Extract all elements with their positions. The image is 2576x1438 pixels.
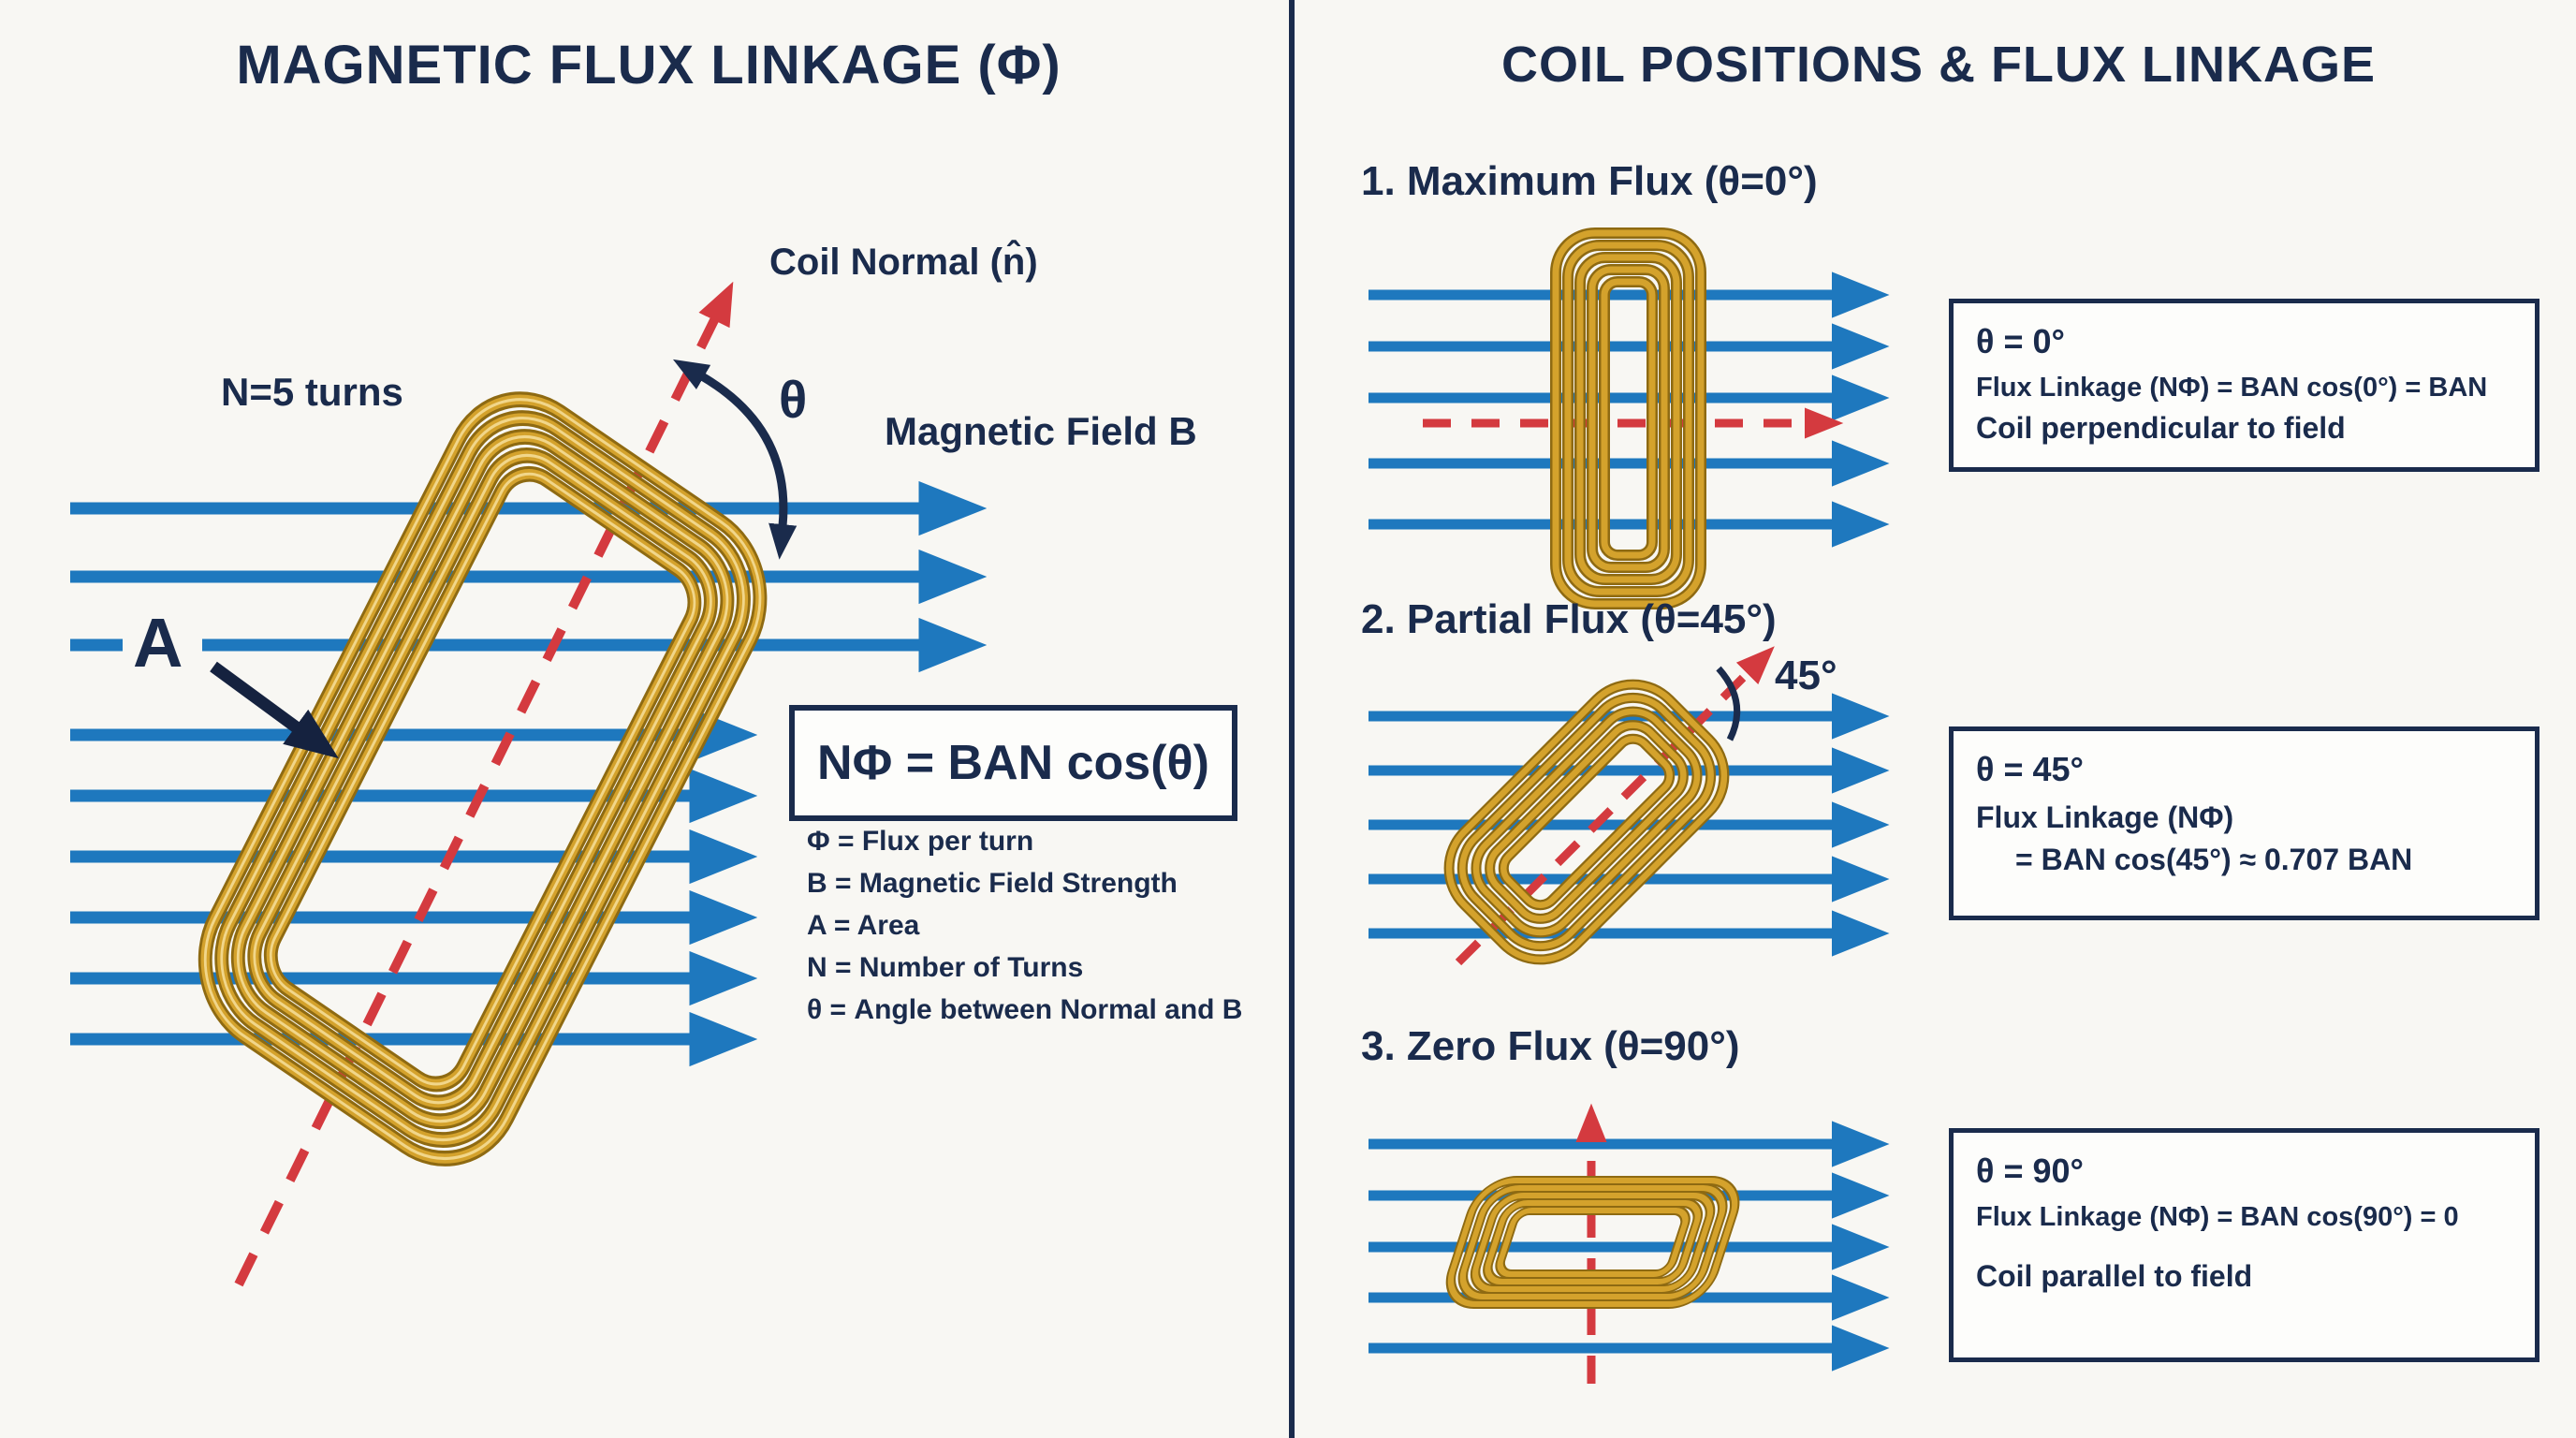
info-line: Flux Linkage (NΦ) = BAN cos(90°) = 0 xyxy=(1976,1202,2459,1232)
info-line: θ = 45° xyxy=(1976,750,2084,788)
formula-box: NΦ = BAN cos(θ) xyxy=(789,705,1237,821)
info-line: Coil perpendicular to field xyxy=(1976,411,2346,445)
coil-section3 xyxy=(1445,1176,1740,1309)
coil-section2 xyxy=(1443,679,1730,965)
panel-divider xyxy=(1289,0,1295,1438)
info-line: Coil parallel to field xyxy=(1976,1259,2253,1293)
section3-info-box: θ = 90° Flux Linkage (NΦ) = BAN cos(90°)… xyxy=(1949,1128,2539,1362)
theta-label: θ xyxy=(779,370,808,429)
coil-normal-label: Coil Normal (n̂) xyxy=(769,242,1038,283)
definition-theta: θ = Angle between Normal and B xyxy=(807,994,1243,1025)
left-panel-title: MAGNETIC FLUX LINKAGE (Φ) xyxy=(236,35,1061,95)
definition-n: N = Number of Turns xyxy=(807,952,1084,983)
coil-section1 xyxy=(1550,227,1706,609)
angle-arc-45 xyxy=(1716,666,1741,741)
right-panel-title: COIL POSITIONS & FLUX LINKAGE xyxy=(1500,37,2377,93)
magnetic-field-label: Magnetic Field B xyxy=(885,409,1197,453)
definition-b: B = Magnetic Field Strength xyxy=(807,868,1178,899)
info-line: Flux Linkage (NΦ) = BAN cos(0°) = BAN xyxy=(1976,373,2488,403)
field-lines-section3 xyxy=(1368,1121,1890,1372)
definition-a: A = Area xyxy=(807,910,920,941)
coil-left-5turns xyxy=(198,391,768,1167)
section1-heading: 1. Maximum Flux (θ=0°) xyxy=(1361,158,1818,204)
area-label: A xyxy=(133,604,183,682)
info-line: Flux Linkage (NΦ) xyxy=(1976,800,2234,834)
info-line: θ = 0° xyxy=(1976,322,2065,360)
info-line: θ = 90° xyxy=(1976,1152,2084,1190)
info-line: = BAN cos(45°) ≈ 0.707 BAN xyxy=(2015,843,2413,876)
section2-info-box: θ = 45° Flux Linkage (NΦ) = BAN cos(45°)… xyxy=(1949,726,2539,920)
formula-definitions: Φ = Flux per turn B = Magnetic Field Str… xyxy=(807,820,1242,1031)
formula-text: NΦ = BAN cos(θ) xyxy=(817,736,1209,790)
section1-info-box: θ = 0° Flux Linkage (NΦ) = BAN cos(0°) =… xyxy=(1949,299,2539,472)
section3-heading: 3. Zero Flux (θ=90°) xyxy=(1361,1023,1740,1069)
turns-count-label: N=5 turns xyxy=(221,370,403,414)
angle-45-label: 45° xyxy=(1775,653,1837,698)
area-pointer-arrow xyxy=(210,661,339,759)
section2-heading: 2. Partial Flux (θ=45°) xyxy=(1361,596,1777,642)
theta-angle-arc xyxy=(672,359,798,560)
definition-flux: Φ = Flux per turn xyxy=(807,826,1034,857)
